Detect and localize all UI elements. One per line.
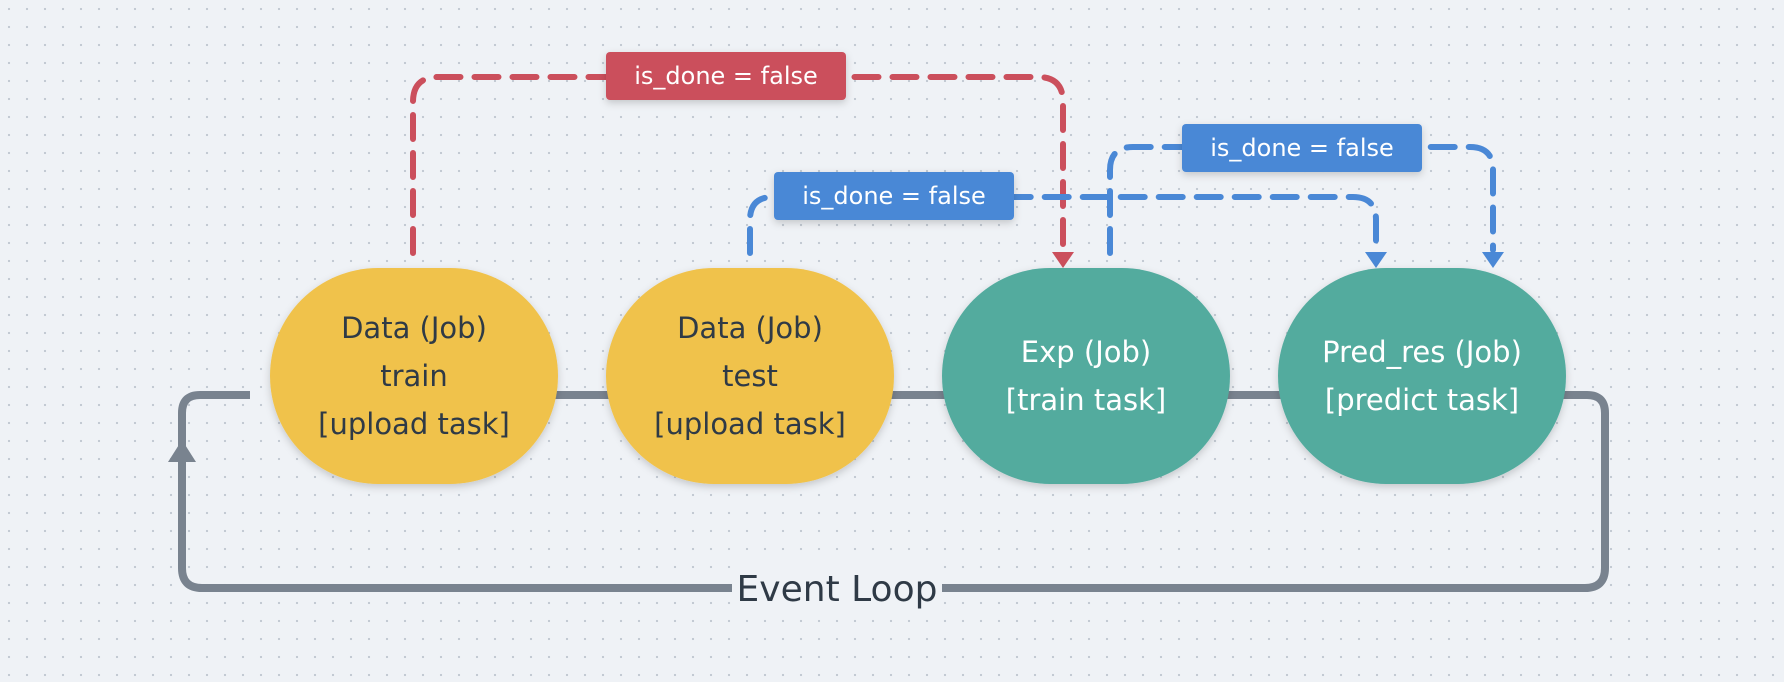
node-line: train — [380, 359, 448, 393]
edge-test-to-pred-arrowhead — [1365, 252, 1387, 268]
edge-train-to-exp — [410, 74, 1066, 256]
node-data-test[interactable]: Data (Job) test [upload task] — [606, 268, 894, 484]
edge-label-exp-to-pred: is_done = false — [1182, 124, 1422, 172]
node-line: test — [722, 359, 778, 393]
node-line: Data (Job) — [677, 311, 823, 345]
node-line: [upload task] — [318, 407, 510, 441]
edge-label-text: is_done = false — [634, 62, 818, 90]
node-line: [train task] — [1006, 383, 1166, 417]
node-line: Pred_res (Job) — [1322, 335, 1522, 369]
edge-label-test-to-pred: is_done = false — [774, 172, 1014, 220]
edge-train-to-exp-arrowhead — [1052, 252, 1074, 268]
node-exp[interactable]: Exp (Job) [train task] — [942, 268, 1230, 484]
node-pred-res[interactable]: Pred_res (Job) [predict task] — [1278, 268, 1566, 484]
edge-label-train-to-exp: is_done = false — [606, 52, 846, 100]
node-line: [predict task] — [1325, 383, 1519, 417]
edge-label-text: is_done = false — [802, 182, 986, 210]
node-line: [upload task] — [654, 407, 846, 441]
edge-label-text: is_done = false — [1210, 134, 1394, 162]
node-line: Exp (Job) — [1021, 335, 1151, 369]
node-line: Data (Job) — [341, 311, 487, 345]
event-loop-label-bg — [732, 565, 942, 611]
event-loop-label: Event Loop — [737, 569, 938, 610]
event-loop-arrowhead — [168, 440, 196, 462]
edge-exp-to-pred-arrowhead — [1482, 252, 1504, 268]
edge-test-to-pred — [747, 194, 1379, 256]
node-data-train[interactable]: Data (Job) train [upload task] — [270, 268, 558, 484]
